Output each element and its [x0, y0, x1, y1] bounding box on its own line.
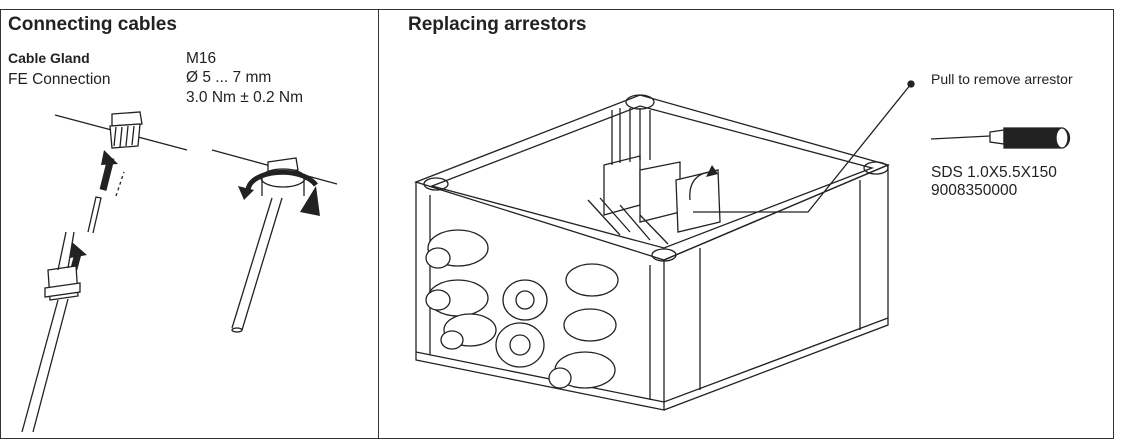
- tool-name-label: SDS 1.0X5.5X150: [931, 164, 1057, 181]
- pull-instruction-label: Pull to remove arrestor: [931, 71, 1073, 87]
- cable-gland-label: Cable Gland: [8, 50, 90, 66]
- junction-box-illustration: [414, 80, 915, 411]
- tool-part-number-label: 9008350000: [931, 182, 1018, 199]
- screwdriver-icon: [930, 127, 1071, 149]
- cable-gland-assembly-illustration: [21, 111, 188, 433]
- gland-size-value: M16: [186, 50, 217, 67]
- fe-connection-label: FE Connection: [8, 71, 111, 88]
- panel-divider: [378, 9, 380, 439]
- connecting-cables-title: Connecting cables: [8, 14, 177, 35]
- cable-tightening-illustration: [211, 149, 338, 333]
- torque-value: 3.0 Nm ± 0.2 Nm: [186, 89, 304, 106]
- figure-frame: [0, 9, 1114, 439]
- diameter-range-value: Ø 5 ... 7 mm: [186, 69, 272, 86]
- replacing-arrestors-title: Replacing arrestors: [408, 14, 587, 35]
